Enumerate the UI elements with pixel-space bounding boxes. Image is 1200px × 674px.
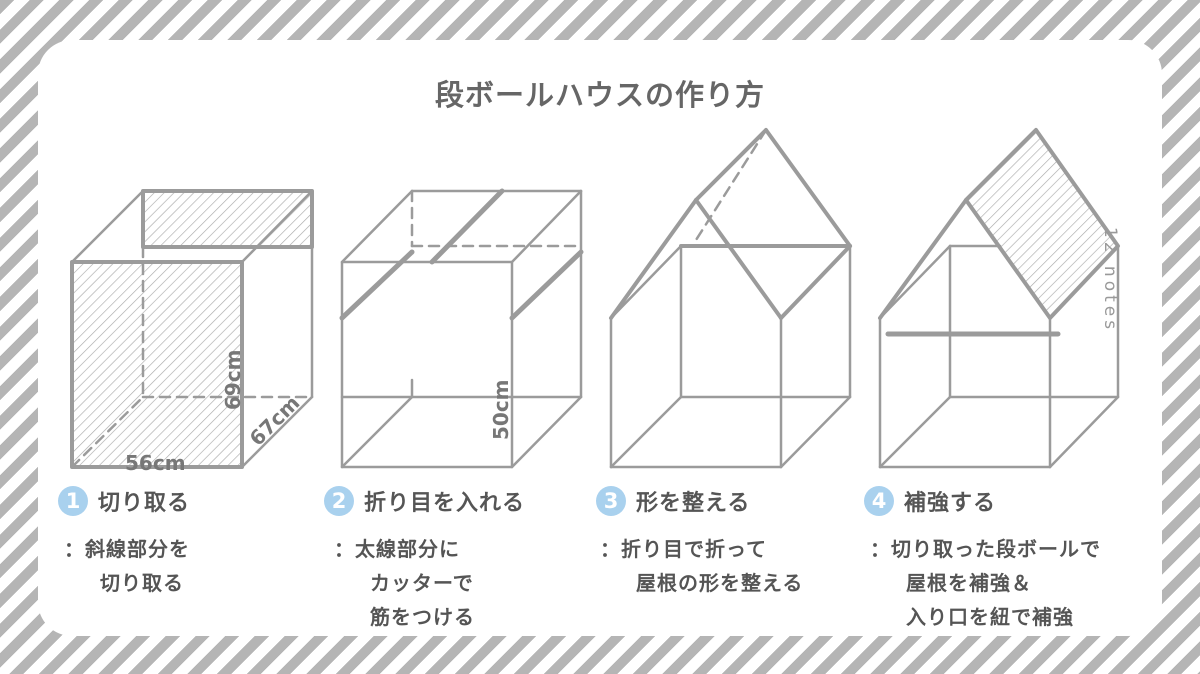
step-4-desc-line: 屋根を補強＆ — [906, 571, 1032, 595]
step-4-description: ：切り取った段ボールで 屋根を補強＆ 入り口を紐で補強 — [870, 532, 1101, 634]
step-3-desc-line: 屋根の形を整える — [636, 571, 804, 595]
height-label: 69cm — [221, 349, 245, 410]
box-3-shape-diagram — [609, 128, 852, 469]
top-flap-hatched — [141, 189, 314, 249]
step-2-desc-line: ：太線部分に — [334, 537, 460, 561]
brand-watermark: 12 notes — [1100, 226, 1120, 334]
page-title: 段ボールハウスの作り方 — [434, 78, 765, 112]
step-3-label: 形を整える — [636, 491, 751, 516]
depth-label: 67cm — [245, 391, 305, 451]
step-2: 2 折り目を入れる — [324, 484, 525, 518]
front-panel-hatched — [70, 260, 244, 469]
step-4-desc-line: ：切り取った段ボールで — [870, 537, 1101, 561]
step-3-description: ：折り目で折って 屋根の形を整える — [600, 532, 803, 600]
step-3-desc-line: ：折り目で折って — [600, 537, 767, 561]
step-2-badge: 2 — [324, 486, 354, 516]
step-3: 3 形を整える — [596, 484, 750, 518]
roof-reinforcement-hatched — [964, 128, 1120, 320]
box-4-reinforce-diagram — [878, 128, 1120, 469]
step-1-description: ：斜線部分を 切り取る — [64, 532, 190, 600]
step-4-badge: 4 — [864, 486, 894, 516]
box-2-fold-diagram — [339, 188, 584, 469]
box-1-cut-diagram — [70, 189, 314, 469]
step-1: 1 切り取る — [58, 484, 190, 518]
step-4-desc-line: 入り口を紐で補強 — [906, 605, 1074, 629]
step-2-label: 折り目を入れる — [364, 491, 526, 516]
step-2-description: ：太線部分に カッターで 筋をつける — [334, 532, 475, 634]
width-label: 56cm — [125, 451, 186, 475]
step-3-badge: 3 — [596, 486, 626, 516]
step-2-desc-line: カッターで — [370, 571, 474, 595]
step-2-desc-line: 筋をつける — [370, 605, 475, 629]
step-4-label: 補強する — [904, 491, 997, 516]
step-1-desc-line: ：斜線部分を — [64, 537, 190, 561]
step-1-label: 切り取る — [98, 491, 191, 516]
step-1-badge: 1 — [58, 486, 88, 516]
fold-height-label: 50cm — [489, 379, 513, 440]
step-4: 4 補強する — [864, 484, 996, 518]
step-1-desc-line: 切り取る — [100, 571, 184, 595]
